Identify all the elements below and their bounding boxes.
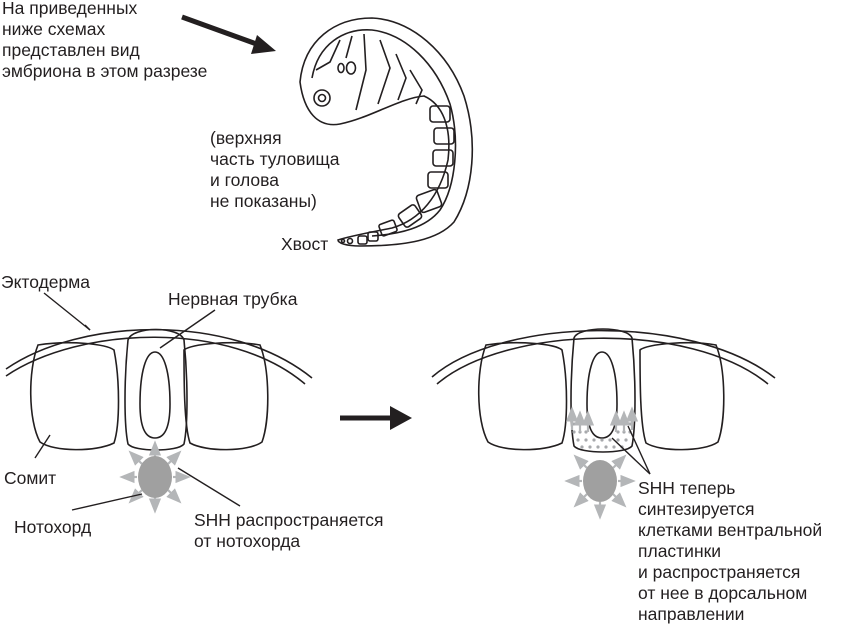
intro-arrow bbox=[181, 14, 276, 54]
notochord-right bbox=[564, 454, 636, 520]
somite-label: Сомит bbox=[4, 468, 57, 488]
neural-tube-label: Нервная трубка bbox=[168, 289, 298, 309]
embryo-note: (верхняя часть туловища и голова не пока… bbox=[210, 128, 340, 211]
notochord-left bbox=[119, 440, 191, 514]
ectoderm-label: Эктодерма bbox=[1, 272, 91, 292]
cross-section-left bbox=[5, 328, 313, 451]
cross-section-right bbox=[431, 328, 776, 453]
somite-left bbox=[29, 341, 120, 451]
leader-lines-left bbox=[34, 292, 241, 511]
floor-plate-shh bbox=[565, 406, 639, 449]
somite-right bbox=[183, 341, 269, 451]
transition-arrow bbox=[340, 406, 412, 430]
ectoderm-inner bbox=[5, 336, 306, 385]
shh-notochord-label: SHH распространяется от нотохорда bbox=[194, 510, 384, 551]
embryo-drawing bbox=[299, 17, 474, 247]
notochord-label: Нотохорд bbox=[14, 517, 92, 537]
shh-floorplate-label: SHH теперь синтезируется клетками вентра… bbox=[638, 478, 823, 624]
leader-lines-right bbox=[611, 425, 651, 475]
tail-label: Хвост bbox=[281, 234, 329, 254]
neural-tube-lumen bbox=[139, 351, 171, 439]
neural-tube-outer bbox=[124, 328, 188, 451]
intro-text: На приведенных ниже схемах представлен в… bbox=[2, 0, 208, 81]
